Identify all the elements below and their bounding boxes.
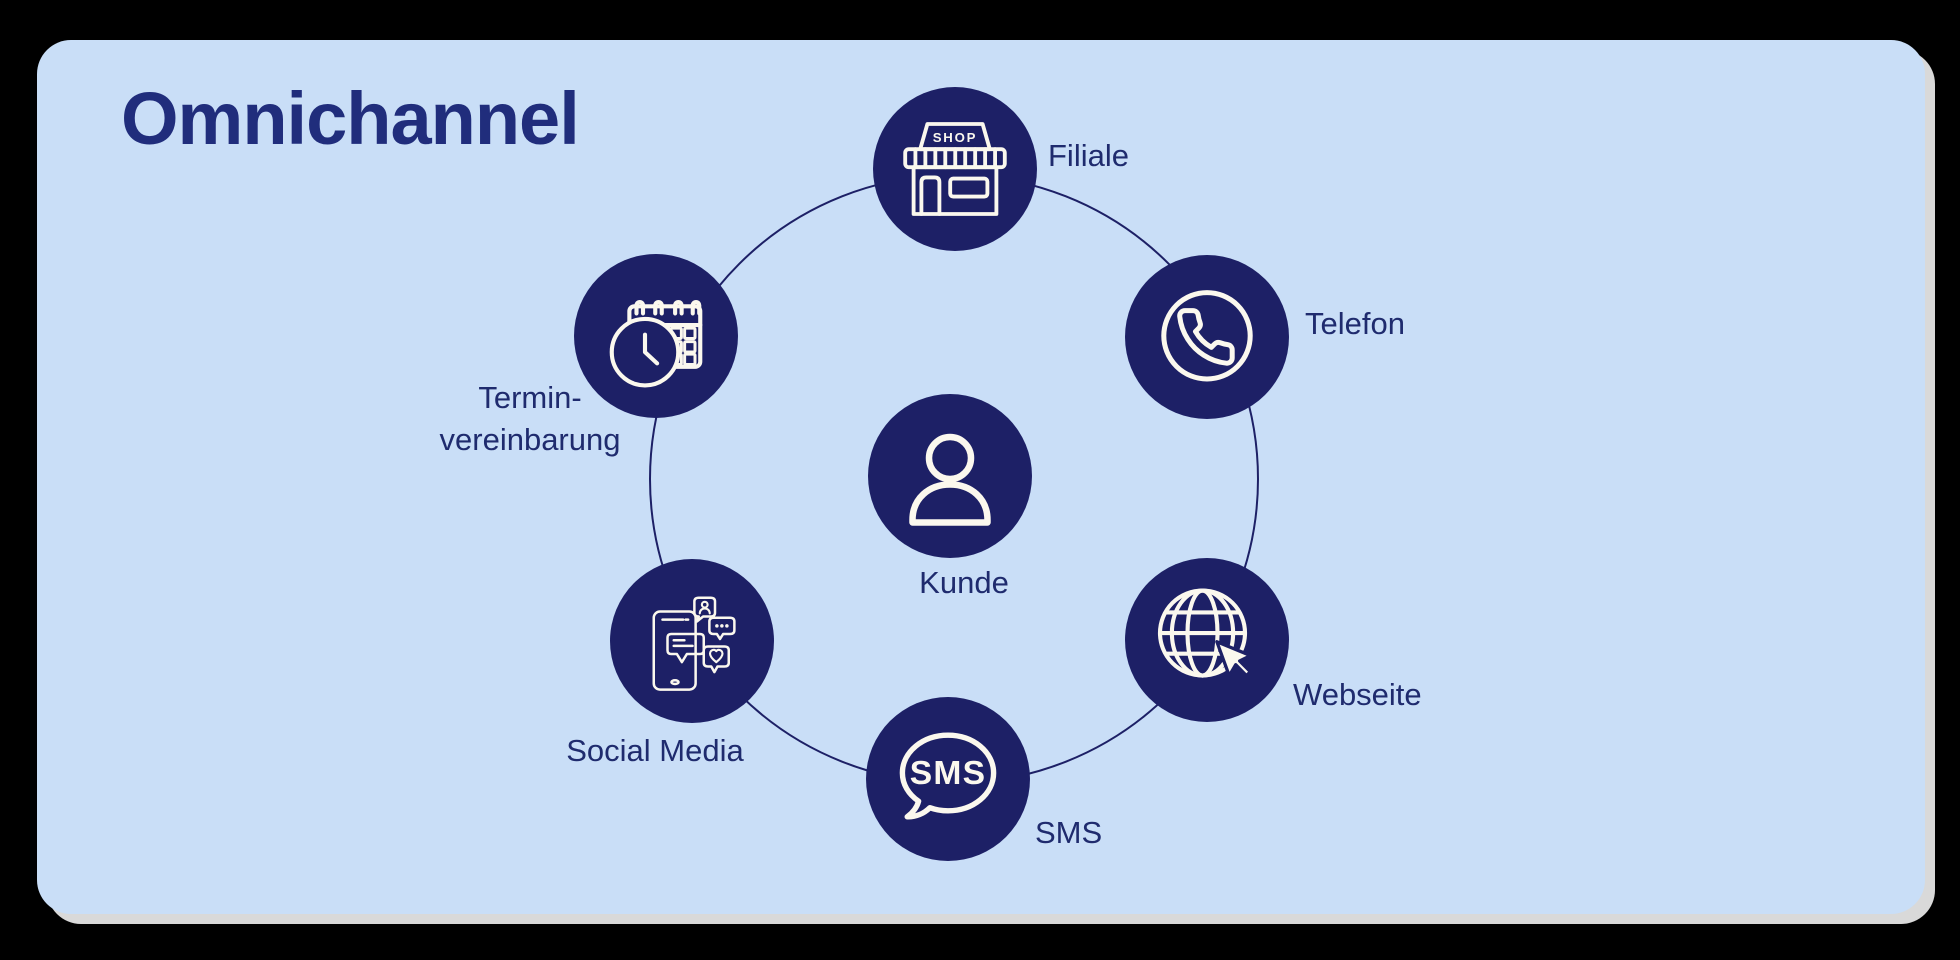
node-terminvereinbarung [574, 254, 738, 418]
diagram-panel: Omnichannel SHOP Filiale [37, 40, 1925, 914]
page-title: Omnichannel [121, 77, 580, 160]
node-social-media [610, 559, 774, 723]
node-kunde [868, 394, 1032, 558]
shop-sign-text: SHOP [933, 130, 978, 145]
label-sms: SMS [1035, 815, 1103, 850]
node-webseite [1125, 558, 1289, 722]
label-telefon: Telefon [1305, 306, 1405, 341]
social-media-icon [652, 596, 736, 691]
person-icon [909, 433, 991, 526]
label-terminvereinbarung: Termin- vereinbarung [430, 377, 630, 461]
label-termin-line1: Termin- [478, 380, 582, 415]
label-termin-line2: vereinbarung [439, 422, 621, 457]
calendar-clock-icon [609, 299, 702, 387]
label-webseite: Webseite [1293, 677, 1422, 712]
node-filiale: SHOP [873, 87, 1037, 251]
cursor-arrow-icon [1214, 639, 1252, 677]
label-filiale: Filiale [1048, 138, 1129, 173]
shop-icon: SHOP [903, 122, 1007, 216]
globe-cursor-icon [1157, 587, 1252, 678]
sms-bubble-icon: SMS [899, 732, 997, 820]
node-telefon [1125, 255, 1289, 419]
phone-icon [1161, 290, 1253, 382]
node-sms: SMS [866, 697, 1030, 861]
label-social-media: Social Media [566, 733, 744, 768]
label-kunde: Kunde [919, 565, 1009, 600]
sms-bubble-text: SMS [910, 755, 986, 792]
